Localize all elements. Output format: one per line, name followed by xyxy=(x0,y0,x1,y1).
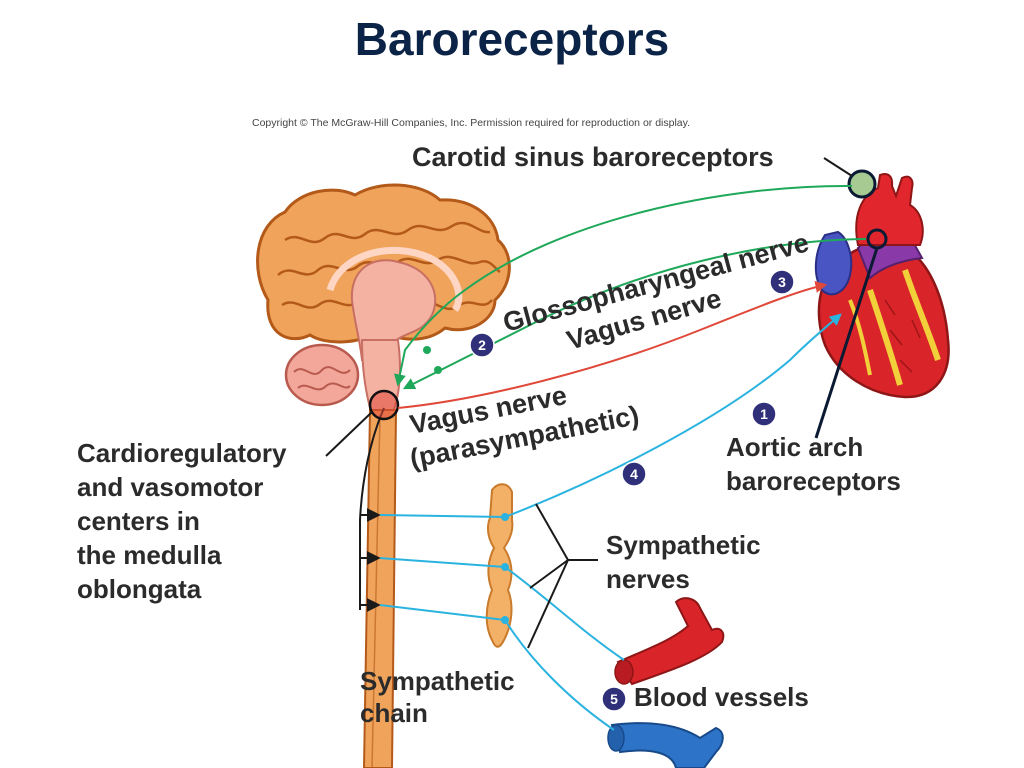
heart-illustration xyxy=(814,169,950,399)
preganglionic-fiber-2 xyxy=(379,557,506,568)
label-cardioregulatory-3: centers in xyxy=(77,506,200,536)
vagus-sensory-nerve-path xyxy=(402,238,867,390)
sympathetic-heart-nerve-path xyxy=(504,313,842,518)
vagus-parasympathetic-nerve-path xyxy=(397,281,828,409)
sympathetic-nerves-bracket xyxy=(527,503,598,649)
label-aortic-arch-2: baroreceptors xyxy=(726,466,901,496)
label-cardioregulatory-1: Cardioregulatory xyxy=(77,438,287,468)
carotid-leader-line xyxy=(823,157,853,177)
label-sympathetic-chain-1: Sympathetic xyxy=(360,666,515,696)
label-carotid-sinus: Carotid sinus baroreceptors xyxy=(412,142,774,172)
step-badge-4-number: 4 xyxy=(630,466,638,482)
step-badge-1: 1 xyxy=(751,401,777,427)
step-badge-5: 5 xyxy=(601,686,627,712)
label-cardioregulatory-5: oblongata xyxy=(77,574,202,604)
step-badge-5-number: 5 xyxy=(610,691,618,707)
step-badge-3-number: 3 xyxy=(778,274,786,290)
label-sympathetic-nerves-1: Sympathetic xyxy=(606,530,761,560)
label-cardioregulatory-2: and vasomotor xyxy=(77,472,263,502)
label-blood-vessels: Blood vessels xyxy=(634,682,809,712)
label-aortic-arch-1: Aortic arch xyxy=(726,432,863,462)
artery-illustration xyxy=(614,597,725,686)
glossopharyngeal-nerve-path xyxy=(394,184,853,387)
cardio-leader-line xyxy=(325,411,373,457)
brain-illustration xyxy=(256,183,511,416)
step-badge-4: 4 xyxy=(621,461,647,487)
aortic-leader-line xyxy=(814,247,879,439)
step-badge-2: 2 xyxy=(469,332,495,358)
vein-illustration xyxy=(607,722,724,768)
sympathetic-artery-nerve-path xyxy=(504,566,625,661)
slide-title: Baroreceptors xyxy=(354,13,670,65)
step-badge-3: 3 xyxy=(769,269,795,295)
label-sympathetic-chain-2: chain xyxy=(360,698,428,728)
spinal-cord xyxy=(359,389,400,768)
copyright-notice: Copyright © The McGraw-Hill Companies, I… xyxy=(252,117,691,129)
step-badge-2-number: 2 xyxy=(478,337,486,353)
label-sympathetic-nerves-2: nerves xyxy=(606,564,690,594)
label-cardioregulatory-4: the medulla xyxy=(77,540,222,570)
preganglionic-fiber-3 xyxy=(379,604,506,621)
sympathetic-vein-nerve-path xyxy=(504,619,615,731)
step-badge-1-number: 1 xyxy=(760,406,768,422)
preganglionic-fiber-1 xyxy=(379,514,506,518)
